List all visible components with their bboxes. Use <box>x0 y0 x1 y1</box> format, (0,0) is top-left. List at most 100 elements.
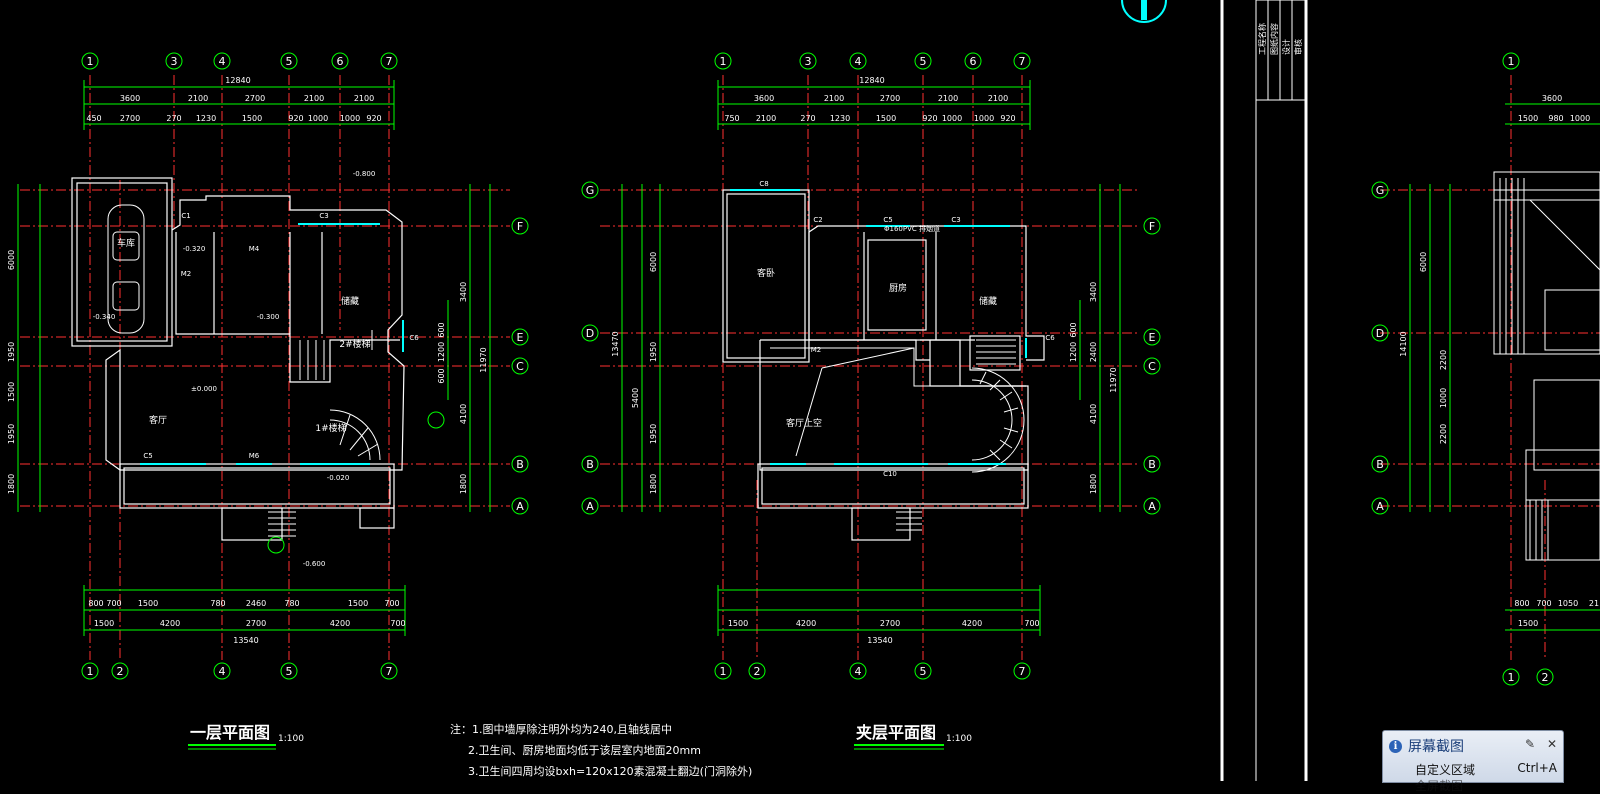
note-item: 1.图中墙厚除注明外均为240,且轴线居中 <box>472 722 672 736</box>
plan1-level-marks: -0.340 -0.320 -0.300 -0.600 -0.800 -0.02… <box>93 170 376 568</box>
menu-item-fullscreen[interactable]: 全屏截图 <box>1415 779 1464 793</box>
plan2-stair-2 <box>976 339 1016 365</box>
close-icon[interactable]: ✕ <box>1546 737 1557 751</box>
dim-text: 1200 <box>437 342 446 362</box>
notes-label: 注： <box>450 722 472 736</box>
axis-label: G <box>1376 184 1385 197</box>
level-mark: -0.600 <box>303 560 326 568</box>
dim-text: 1500 <box>876 114 896 123</box>
door-label: C3 <box>319 212 328 220</box>
dim-text: 1230 <box>830 114 850 123</box>
axis-label: 7 <box>386 55 393 68</box>
dim-text: 3600 <box>120 94 140 103</box>
axis-label: 2 <box>117 665 124 678</box>
dim-text: 700 <box>106 599 121 608</box>
room-label: 储藏 <box>979 295 997 307</box>
menu-item-custom-region[interactable]: 自定义区域 Ctrl+A <box>1415 761 1557 778</box>
dim-text: 700 <box>390 619 405 628</box>
axis-label: 1 <box>1508 55 1515 68</box>
room-label: 客厅 <box>149 414 167 426</box>
dim-text: 600 <box>437 322 446 337</box>
axis-label: 7 <box>1019 55 1026 68</box>
axis-label: 5 <box>286 665 293 678</box>
dim-text: 2200 <box>1439 350 1448 370</box>
door-label: C8 <box>759 180 768 188</box>
plan2-door-labels: C8 C2 C5 C3 C6 C10 M2 <box>759 180 1055 478</box>
note-item: 2.卫生间、厨房地面均低于该层室内地面20mm <box>468 743 701 757</box>
level-mark: -0.320 <box>183 245 206 253</box>
dim-text: 920 <box>366 114 381 123</box>
dim-text: 1000 <box>308 114 328 123</box>
dim-text: 1000 <box>340 114 360 123</box>
axis-label: 1 <box>1508 671 1515 684</box>
dim-text: 14100 <box>1399 331 1408 356</box>
general-notes: 注： 1.图中墙厚除注明外均为240,且轴线居中 2.卫生间、厨房地面均低于该层… <box>450 722 752 778</box>
axis-label: B <box>586 458 594 471</box>
dim-text: 270 <box>166 114 181 123</box>
dim-text: 2460 <box>246 599 266 608</box>
dim-text: 920 <box>288 114 303 123</box>
pin-icon[interactable]: ✎ <box>1525 737 1536 751</box>
dim-text: 2100 <box>188 94 208 103</box>
dim-text: 1500 <box>7 382 16 402</box>
plan2-axis-lines <box>600 75 1140 660</box>
screenshot-popup[interactable]: i 屏幕截图 ✎ ✕ 自定义区域 Ctrl+A 全屏截图 <box>1382 730 1564 793</box>
dim-text: 980 <box>1548 114 1563 123</box>
axis-label: 6 <box>970 55 977 68</box>
room-label: 2#楼梯 <box>339 338 370 350</box>
title-cell: 审核 <box>1293 39 1303 55</box>
plan1-axis-labels: 1 3 4 5 6 7 1 2 4 5 7 F E C B A <box>87 55 525 678</box>
dim-text: 780 <box>284 599 299 608</box>
dim-text: 1000 <box>1570 114 1590 123</box>
dim-text: 1800 <box>1089 474 1098 494</box>
room-label: 车库 <box>117 237 135 249</box>
popup-title: 屏幕截图 <box>1408 739 1464 755</box>
room-label: 厨房 <box>889 282 907 294</box>
dim-text: 700 <box>1024 619 1039 628</box>
axis-label: 4 <box>219 665 226 678</box>
plan1-front-steps <box>268 511 296 537</box>
door-label: M6 <box>249 452 260 460</box>
dim-text: 4200 <box>330 619 350 628</box>
plan1-stair-2 <box>299 330 380 380</box>
axis-label: 6 <box>337 55 344 68</box>
axis-label: A <box>516 500 524 513</box>
dim-text: 1500 <box>138 599 158 608</box>
dim-text: 21 <box>1589 599 1599 608</box>
note-item: 3.卫生间四周均设bxh=120x120素混凝土翻边(门洞除外) <box>468 764 752 778</box>
plan2-dimension-text: 12840 3600 2100 2700 2100 2100 750 2100 … <box>724 76 1039 645</box>
axis-label: D <box>586 327 594 340</box>
axis-label: A <box>1148 500 1156 513</box>
car-icon <box>107 204 145 334</box>
plan1-dimension-lines <box>17 80 491 636</box>
dim-text: 1800 <box>459 474 468 494</box>
dim-text: 600 <box>437 368 446 383</box>
north-arrow-icon <box>1121 0 1167 23</box>
door-label: C5 <box>143 452 152 460</box>
title-cell: 图纸内容 <box>1269 23 1279 55</box>
dim-text: 2700 <box>880 619 900 628</box>
axis-label: 7 <box>386 665 393 678</box>
plan1-windows <box>140 223 404 465</box>
plan2-axis-bubbles <box>581 52 1161 680</box>
axis-label: 3 <box>171 55 178 68</box>
dim-text: 800 <box>1514 599 1529 608</box>
dim-text: 1950 <box>7 342 16 362</box>
dim-text: 13470 <box>611 331 620 356</box>
dim-total-bottom: 13540 <box>867 636 892 645</box>
plan2-windows <box>730 189 1027 465</box>
axis-label: F <box>517 220 523 233</box>
room-label: 1#楼梯 <box>315 422 346 434</box>
door-label: C2 <box>813 216 822 224</box>
dim-text: 1800 <box>649 474 658 494</box>
popup-controls: ✎ ✕ <box>1517 737 1557 751</box>
axis-label: 1 <box>87 55 94 68</box>
dim-total-bottom: 13540 <box>233 636 258 645</box>
plan1-dimension-text: 12840 3600 2100 2700 2100 2100 450 2700 … <box>86 76 405 645</box>
plan2-title-block: 夹层平面图 1:100 <box>854 723 972 750</box>
dim-text: 2100 <box>756 114 776 123</box>
dim-text: 11970 <box>479 347 488 372</box>
plan2-title: 夹层平面图 <box>856 723 936 742</box>
dim-text: 3400 <box>459 282 468 302</box>
